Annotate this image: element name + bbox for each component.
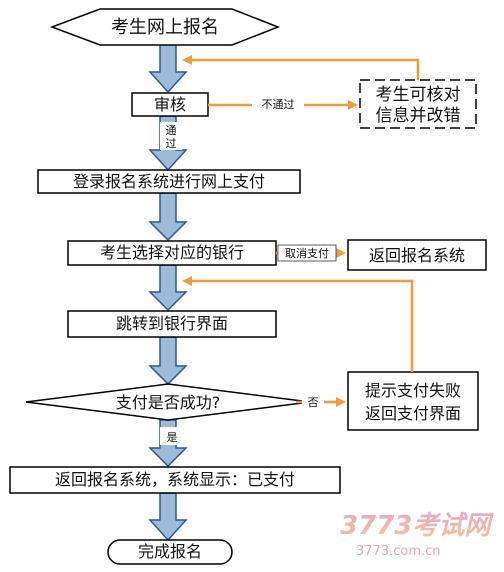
watermark-logo-text: 3773考试网 xyxy=(340,511,494,541)
start-hexagon xyxy=(49,8,281,46)
watermark-logo: 3773考试网 3773.com.cn xyxy=(340,511,494,559)
fail-return-arrow xyxy=(182,276,414,372)
login-box xyxy=(37,169,301,194)
flow-arrows xyxy=(148,43,188,542)
fail-label-line1: 提示支付失败 xyxy=(365,381,461,400)
review-label: 审核 xyxy=(154,95,186,114)
choose-bank-label: 考生选择对应的银行 xyxy=(100,243,244,262)
done-paid-label: 返回报名系统，系统显示：已支付 xyxy=(55,470,295,489)
flow-arrow-7 xyxy=(148,492,188,542)
not-pass-label: 不通过 xyxy=(262,98,295,111)
start-label: 考生网上报名 xyxy=(111,17,219,38)
yes-label-bg xyxy=(160,427,184,445)
fail-box xyxy=(347,371,479,431)
jump-bank-label: 跳转到银行界面 xyxy=(116,314,228,333)
end-label: 完成报名 xyxy=(138,542,202,561)
jump-bank-box xyxy=(67,310,277,338)
flow-arrow-1 xyxy=(148,43,188,94)
watermark-url: 3773.com.cn xyxy=(356,544,441,559)
fix-box xyxy=(359,79,477,129)
no-label: 否 xyxy=(308,396,319,409)
flow-arrow-5 xyxy=(148,336,188,386)
cancel-pay-label-bg xyxy=(277,244,337,262)
fix-label-line2: 信息并改错 xyxy=(376,106,461,126)
done-paid-box xyxy=(9,466,341,494)
fix-return-arrow xyxy=(182,55,420,80)
cancel-pay-label: 取消支付 xyxy=(285,246,329,260)
pass-label-1: 通 xyxy=(166,124,177,137)
not-pass-label-bg xyxy=(252,96,304,112)
pass-label-2: 过 xyxy=(166,137,177,150)
back-system-box xyxy=(347,239,487,271)
pass-label-bg xyxy=(160,122,182,150)
no-label-bg xyxy=(302,394,324,410)
back-system-label: 返回报名系统 xyxy=(369,246,465,265)
flow-arrow-4 xyxy=(148,264,188,312)
choose-bank-box xyxy=(67,240,277,266)
end-box xyxy=(107,539,233,565)
fail-label-line2: 返回支付界面 xyxy=(365,404,461,423)
yes-label: 是 xyxy=(167,431,178,444)
login-label: 登录报名系统进行网上支付 xyxy=(73,172,265,191)
decision-label: 支付是否成功? xyxy=(116,393,221,412)
flow-arrow-3 xyxy=(148,192,188,242)
fix-label-line1: 考生可核对 xyxy=(376,85,461,105)
